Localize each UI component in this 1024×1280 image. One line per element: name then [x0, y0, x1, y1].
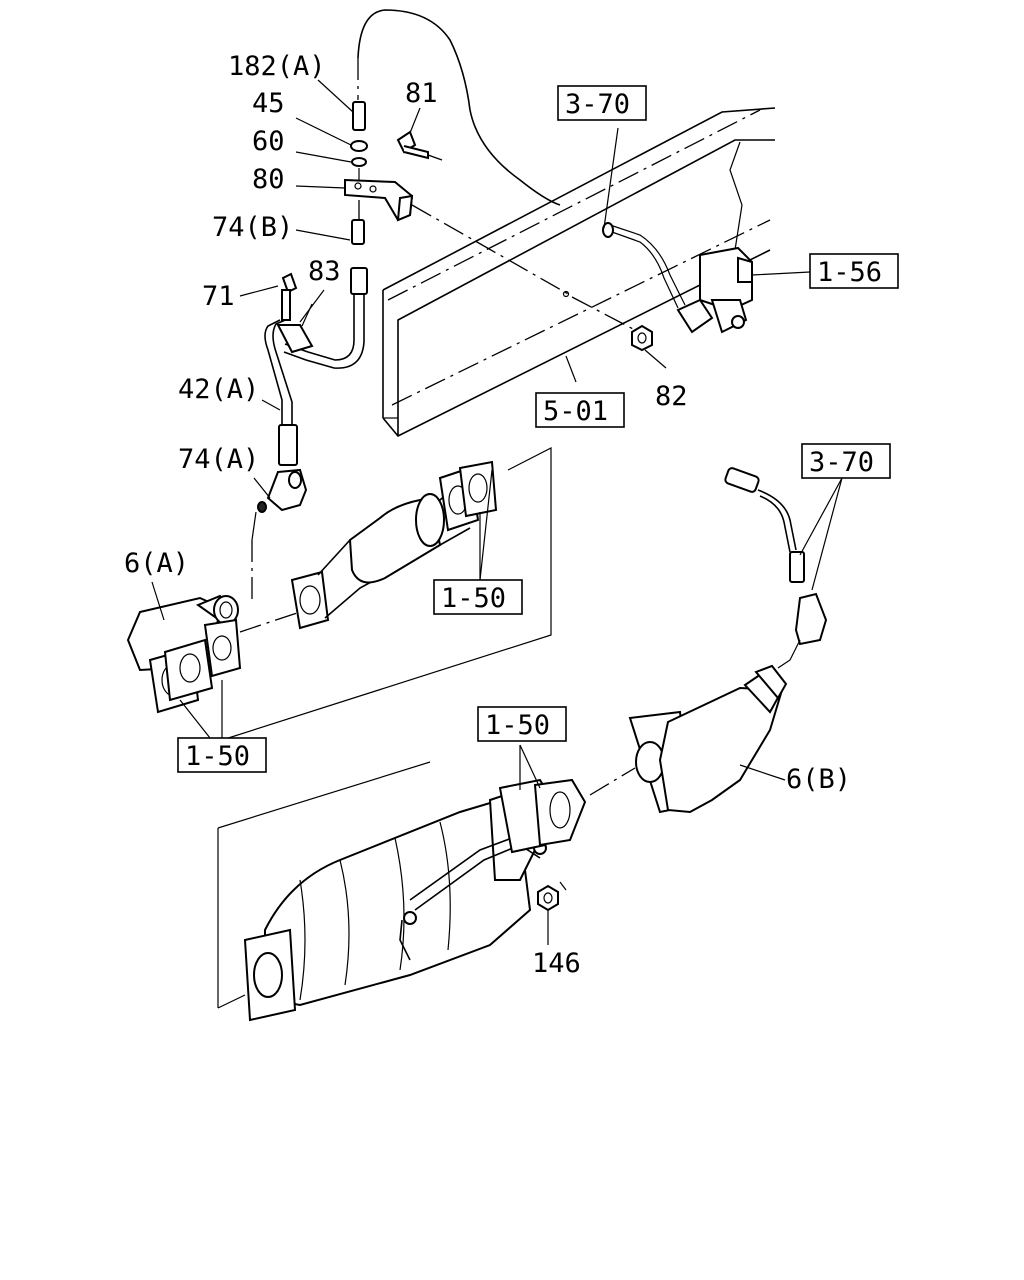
- leader-lines: [151, 79, 811, 621]
- callout-60: 60: [252, 126, 285, 157]
- callout-146: 146: [532, 948, 581, 979]
- section-bracket-upper: [221, 447, 552, 741]
- pipe-42a: [264, 200, 368, 466]
- ref-box-156: 1-56: [809, 253, 899, 289]
- section-bracket-lower: [217, 761, 567, 1009]
- ref-150-left: 1-50: [185, 741, 250, 772]
- ref-370-top: 3-70: [565, 89, 630, 120]
- ref-box-150-lower: 1-50: [477, 706, 567, 742]
- frame-rail: [382, 107, 776, 437]
- callout-74b: 74(B): [212, 212, 293, 243]
- callout-labels: 182(A) 45 60 81 80 74(B) 71 83 42(A) 74(…: [124, 51, 851, 979]
- callout-82: 82: [655, 381, 688, 412]
- nut-82: [631, 324, 653, 352]
- callout-45: 45: [252, 88, 285, 119]
- callout-6a: 6(A): [124, 548, 189, 579]
- nut-146: [537, 884, 559, 945]
- exhaust-elbow-6a: [126, 594, 242, 739]
- sensor-pipe-right: [724, 467, 843, 669]
- ref-501: 5-01: [543, 396, 608, 427]
- ref-370-right: 3-70: [809, 447, 874, 478]
- ref-150-lower: 1-50: [485, 710, 550, 741]
- ref-box-501: 5-01: [535, 392, 625, 428]
- sensor-pipe-top: [602, 127, 753, 334]
- callout-83: 83: [308, 256, 341, 287]
- middle-pipe: [239, 460, 498, 633]
- callout-42a: 42(A): [178, 374, 259, 405]
- exhaust-elbow-6b: [589, 664, 788, 814]
- ref-156: 1-56: [817, 257, 882, 288]
- callout-71: 71: [202, 281, 235, 312]
- callout-81: 81: [405, 78, 438, 109]
- dpf-assembly: [243, 744, 587, 1022]
- upper-pipe-loop: [350, 9, 561, 206]
- callout-80: 80: [252, 164, 285, 195]
- callout-74a: 74(A): [178, 444, 259, 475]
- ref-box-370-right: 3-70: [801, 443, 891, 479]
- ref-150-middle: 1-50: [441, 583, 506, 614]
- ref-box-150-left: 1-50: [177, 737, 267, 773]
- callout-6b: 6(B): [786, 764, 851, 795]
- fitting-74a: [251, 468, 308, 600]
- ref-box-150-middle: 1-50: [433, 579, 523, 615]
- ref-box-370-top: 3-70: [557, 85, 647, 121]
- bracket-80: [344, 130, 636, 331]
- callout-182a: 182(A): [228, 51, 326, 82]
